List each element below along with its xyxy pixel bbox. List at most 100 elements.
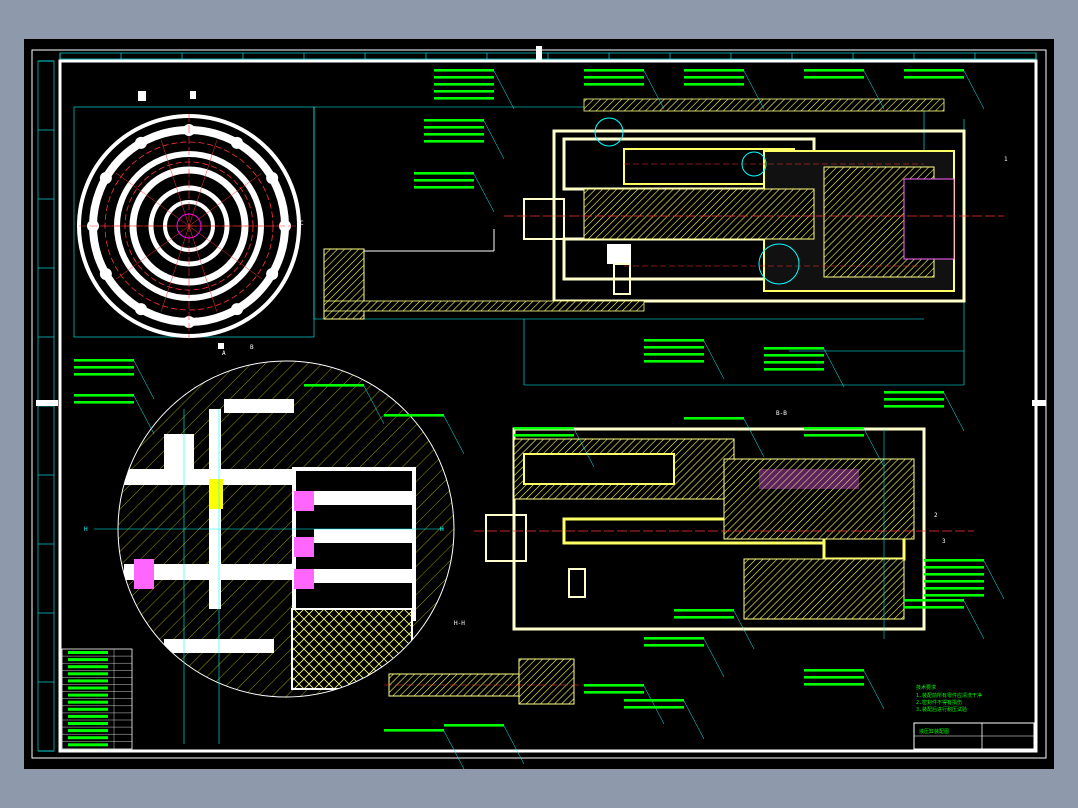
- leader-text-bar: [74, 373, 134, 376]
- leader-text-bar: [74, 394, 134, 397]
- leader-line: [683, 700, 705, 740]
- cad-drawing: A B C: [31, 46, 1047, 769]
- leader-text-bar: [424, 126, 484, 129]
- leader-text-bar: [674, 609, 734, 612]
- leader-line: [863, 670, 885, 710]
- zone-ticks: [38, 53, 1037, 752]
- cylinder-section-top: [313, 98, 1004, 386]
- leader-line: [733, 610, 755, 650]
- leader-line: [823, 348, 845, 388]
- bolt-hole: [135, 303, 147, 316]
- leader-text-bar: [644, 637, 704, 640]
- leader-text-bar: [424, 140, 484, 143]
- section-label-bottom: H-H: [454, 620, 465, 627]
- leader-text-bar: [924, 573, 984, 576]
- leader-text-bar: [804, 427, 864, 430]
- leader-text-bar: [884, 391, 944, 394]
- cad-viewport[interactable]: A B C: [24, 39, 1054, 769]
- leader-text-bar: [804, 434, 864, 437]
- leader-line: [643, 70, 665, 110]
- bolt-hole: [231, 303, 243, 316]
- leader-text-bar: [584, 83, 644, 86]
- leader-text-bar: [584, 76, 644, 79]
- leader-text-bar: [684, 76, 744, 79]
- leader-text-bar: [924, 587, 984, 590]
- marker-h-right: H: [440, 526, 444, 533]
- leader-text-bar: [924, 594, 984, 597]
- callout-1: 1: [1004, 156, 1008, 163]
- leader-text-bar: [434, 97, 494, 100]
- section-label-top: B-B: [776, 410, 787, 417]
- leader-text-bar: [304, 384, 364, 387]
- leader-text-bar: [804, 76, 864, 79]
- cylinder-section-bottom: [474, 427, 974, 639]
- leader-text-bar: [804, 683, 864, 686]
- leader-text-bar: [904, 69, 964, 72]
- leader-text-bar: [584, 69, 644, 72]
- center-mark-right: [1032, 400, 1046, 406]
- leader-line: [743, 418, 765, 458]
- radial-centerline: [188, 140, 218, 227]
- bom-text-bar: [68, 679, 108, 683]
- leader-text-bar: [74, 366, 134, 369]
- bolt-hole: [266, 172, 279, 184]
- leader-text-bar: [764, 347, 824, 350]
- bom-text-bar: [68, 729, 108, 733]
- leader-text-bar: [904, 606, 964, 609]
- bolt-hole: [99, 268, 112, 280]
- leader-text-bar: [904, 76, 964, 79]
- label-dim-c: C: [300, 220, 304, 227]
- bolt-hole: [135, 136, 147, 149]
- leader-line: [743, 70, 765, 110]
- leader-text-bar: [514, 427, 574, 430]
- leader-text-bar: [434, 83, 494, 86]
- leader-line: [963, 600, 985, 640]
- leader-line: [493, 70, 515, 110]
- bom-text-bar: [68, 651, 108, 654]
- bom-text-bar: [68, 743, 108, 747]
- tech-notes-heading: 技术要求: [916, 684, 936, 691]
- leader-text-bar: [424, 119, 484, 122]
- bom-text-bar: [68, 658, 108, 662]
- leader-line: [133, 395, 155, 435]
- tech-note-3: 3.装配后进行耐压试验: [916, 706, 967, 713]
- leader-text-bar: [644, 360, 704, 363]
- leader-text-bar: [804, 669, 864, 672]
- leader-line: [943, 392, 965, 432]
- leader-text-bar: [924, 559, 984, 562]
- leader-line: [983, 560, 1005, 600]
- leader-text-bar: [414, 179, 474, 182]
- bom-text-bar: [68, 693, 108, 697]
- leader-line: [443, 415, 465, 455]
- flange-end-view: [73, 91, 315, 349]
- bolt-hole: [266, 268, 279, 280]
- leader-text-bar: [884, 398, 944, 401]
- leader-line: [963, 70, 985, 110]
- leader-text-bar: [624, 699, 684, 702]
- leader-text-bar: [384, 414, 444, 417]
- detail-view-circle: [94, 360, 455, 744]
- leader-labels: [74, 69, 1005, 769]
- leader-text-bar: [424, 133, 484, 136]
- leader-text-bar: [74, 401, 134, 404]
- center-mark-left: [36, 400, 58, 406]
- bom-text-bar: [68, 714, 108, 718]
- bolt-hole: [183, 316, 195, 328]
- bom-text-bar: [68, 686, 108, 690]
- leader-text-bar: [804, 69, 864, 72]
- piston-rod-detail: [384, 658, 584, 705]
- label-dim-b: B: [250, 344, 254, 351]
- leader-line: [703, 340, 725, 380]
- leader-text-bar: [514, 434, 574, 437]
- leader-text-bar: [444, 724, 504, 727]
- callout-2: 2: [934, 512, 938, 519]
- leader-text-bar: [884, 405, 944, 408]
- label-dim-a: A: [222, 350, 226, 357]
- leader-text-bar: [434, 90, 494, 93]
- leader-text-bar: [764, 354, 824, 357]
- leader-line: [863, 70, 885, 110]
- leader-line: [643, 685, 665, 725]
- leader-line: [573, 428, 595, 468]
- bom-text-bar: [68, 665, 108, 669]
- leader-text-bar: [434, 69, 494, 72]
